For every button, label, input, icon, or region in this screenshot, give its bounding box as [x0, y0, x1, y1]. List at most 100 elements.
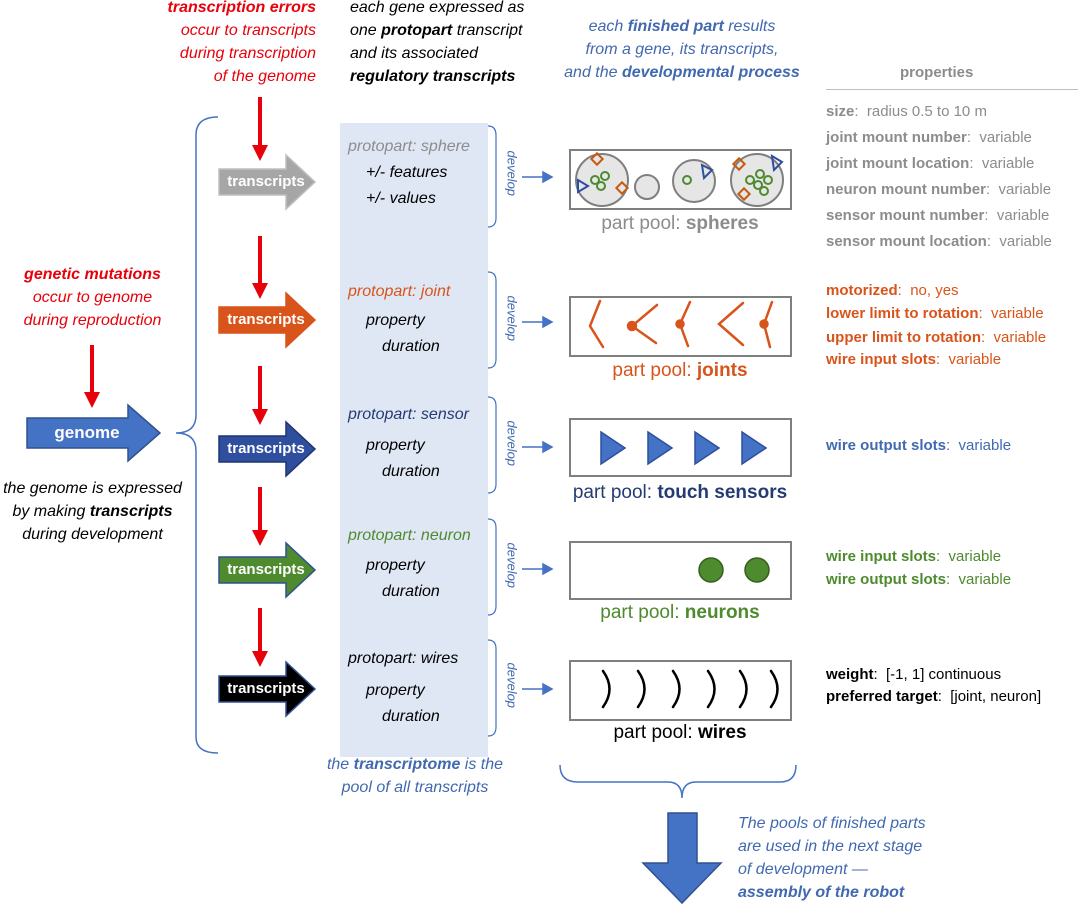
- transcription-errors-line4: of the genome: [213, 68, 316, 85]
- develop-label-sensor: develop: [504, 420, 520, 467]
- pools-used-line4: assembly of the robot: [738, 884, 905, 901]
- transcripts-label-joint: transcripts: [227, 311, 305, 328]
- sensor-pool-box: [569, 418, 792, 477]
- red-arrow-mutation: [84, 345, 100, 408]
- pool-prefix-wires: part pool:: [613, 722, 698, 743]
- wire-pool-box: [569, 660, 792, 721]
- pool-label-joints: part pool: joints: [560, 360, 800, 382]
- genetic-mutations-line3: during reproduction: [23, 312, 162, 329]
- develop-label-joint: develop: [504, 295, 520, 342]
- prop-neuron-0: wire input slots: variable: [826, 548, 1002, 565]
- transcriptome-line1c: is the: [460, 756, 504, 773]
- develop-brackets: [487, 125, 497, 737]
- genetic-mutations-line2: occur to genome: [32, 289, 153, 306]
- transcription-errors-note: transcription errors occur to transcript…: [100, 0, 316, 88]
- protopart-sensor-line3: duration: [382, 463, 440, 480]
- prop-wires-0: weight: [-1, 1] continuous: [826, 666, 1002, 683]
- prop-key: sensor mount location: [826, 233, 987, 250]
- protopart-neuron: protopart: neuron: [348, 527, 471, 544]
- transcriptome-line2: pool of all transcripts: [341, 779, 489, 796]
- prop-joint-1: lower limit to rotation: variable: [826, 305, 1044, 322]
- joint-pool-box: [569, 296, 792, 357]
- protopart-wires-line2: property: [366, 682, 425, 699]
- sphere-icons: [575, 151, 784, 207]
- prop-sphere-0: size: radius 0.5 to 10 m: [826, 103, 987, 120]
- protopart-neuron-line2: property: [366, 557, 425, 574]
- pool-name-spheres: spheres: [685, 213, 759, 234]
- prop-wires-1: preferred target: [joint, neuron]: [826, 688, 1042, 705]
- prop-key: preferred target: [826, 688, 938, 705]
- protopart-joint-line2: property: [366, 312, 425, 329]
- transcription-errors-line2: occur to transcripts: [180, 22, 316, 39]
- bottom-brace: [559, 764, 797, 799]
- finished-part-line1a: each: [588, 18, 628, 35]
- pool-prefix-joints: part pool:: [612, 360, 697, 381]
- gene-expressed-line2b: protopart: [381, 22, 453, 39]
- pool-label-wires: part pool: wires: [560, 722, 800, 744]
- pool-name-joints: joints: [696, 360, 748, 381]
- prop-sphere-4: sensor mount number: variable: [826, 207, 1050, 224]
- genetic-mutations-title: genetic mutations: [24, 266, 161, 283]
- gene-expressed-line1: each gene expressed as: [350, 0, 525, 16]
- gene-expressed-line2a: one: [350, 22, 382, 39]
- prop-val: variable: [999, 233, 1052, 250]
- finished-part-line3b: developmental process: [621, 64, 800, 81]
- neuron-pool-box: [569, 541, 792, 600]
- gene-expressed-line4: regulatory transcripts: [350, 68, 516, 85]
- joint-icons: [588, 299, 774, 349]
- finished-part-line2: from a gene, its transcripts,: [585, 41, 779, 58]
- genome-arrow: [26, 403, 162, 463]
- pool-prefix-spheres: part pool:: [601, 213, 686, 234]
- prop-key: weight: [826, 666, 874, 683]
- prop-key: sensor mount number: [826, 207, 985, 224]
- transcripts-label-sphere: transcripts: [227, 173, 305, 190]
- develop-label-neuron: develop: [504, 542, 520, 589]
- prop-key: wire input slots: [826, 351, 937, 368]
- prop-val: [joint, neuron]: [950, 688, 1042, 705]
- prop-key: wire output slots: [826, 437, 946, 454]
- expressed-line1: the genome is expressed: [3, 480, 182, 497]
- genome-label: genome: [54, 423, 120, 442]
- pool-name-sensors: touch sensors: [657, 482, 788, 503]
- red-arrow-row3: [252, 366, 268, 425]
- finished-part-line1b: finished part: [627, 18, 724, 35]
- prop-val: no, yes: [910, 282, 959, 299]
- genome-expressed-note: the genome is expressed by making transc…: [0, 477, 185, 546]
- pool-prefix-neurons: part pool:: [600, 602, 685, 623]
- prop-sensor-0: wire output slots: variable: [826, 437, 1012, 454]
- pool-label-spheres: part pool: spheres: [560, 213, 800, 235]
- prop-sphere-3: neuron mount number: variable: [826, 181, 1052, 198]
- protopart-sensor-line2: property: [366, 437, 425, 454]
- transcriptome-line1b: transcriptome: [353, 756, 461, 773]
- neuron-icons: [698, 557, 770, 583]
- prop-val: variable: [981, 155, 1035, 172]
- prop-joint-2: upper limit to rotation: variable: [826, 329, 1047, 346]
- prop-joint-0: motorized: no, yes: [826, 282, 959, 299]
- protopart-sphere-line3: +/- values: [366, 190, 436, 207]
- protopart-sphere: protopart: sphere: [348, 138, 470, 155]
- assembly-down-arrow: [641, 812, 723, 905]
- prop-val: radius 0.5 to 10 m: [866, 103, 987, 120]
- pool-prefix-sensors: part pool:: [572, 482, 658, 503]
- left-brace: [175, 116, 219, 754]
- transcripts-arrow-sensor: [218, 420, 317, 478]
- pool-label-touch-sensors: part pool: touch sensors: [550, 482, 810, 504]
- pool-label-neurons: part pool: neurons: [560, 602, 800, 624]
- prop-val: variable: [958, 437, 1012, 454]
- gene-expressed-note: each gene expressed as one protopart tra…: [350, 0, 550, 88]
- red-arrow-row2: [252, 236, 268, 299]
- prop-key: motorized: [826, 282, 898, 299]
- prop-val: variable: [996, 207, 1050, 224]
- properties-header: properties: [900, 64, 974, 81]
- prop-sphere-2: joint mount location: variable: [826, 155, 1035, 172]
- transcripts-arrow-sphere: [218, 153, 317, 211]
- prop-val: variable: [948, 351, 1002, 368]
- transcriptome-note: the transcriptome is the pool of all tra…: [300, 753, 530, 799]
- pool-name-neurons: neurons: [684, 602, 760, 623]
- prop-val: variable: [998, 181, 1052, 198]
- red-arrow-row4: [252, 487, 268, 546]
- transcripts-arrow-neuron: [218, 541, 317, 599]
- prop-key: wire output slots: [826, 571, 946, 588]
- transcriptome-panel: [340, 123, 488, 757]
- prop-val: [-1, 1] continuous: [886, 666, 1002, 683]
